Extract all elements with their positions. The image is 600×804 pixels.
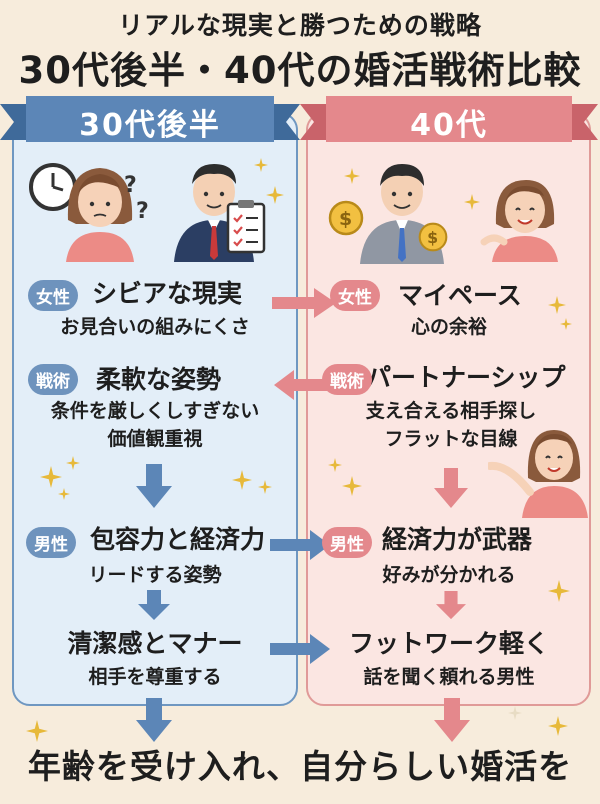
arrow-icon	[272, 288, 336, 318]
badge-left-tactic: 戦術	[28, 364, 78, 395]
badge-left-male: 男性	[26, 527, 76, 558]
sparkle-icon	[266, 186, 284, 204]
left-tactic-sub2: 価値観重視	[107, 428, 203, 450]
coin-icon: $	[328, 200, 364, 236]
sparkle-icon	[508, 706, 522, 720]
badge-left-female: 女性	[28, 280, 78, 311]
question-mark-icon: ? ?	[124, 173, 149, 222]
arrow-icon	[434, 698, 470, 742]
arrow-icon	[274, 370, 334, 400]
svg-text:$: $	[427, 228, 438, 247]
right-reality-sub: 心の余裕	[410, 316, 487, 338]
sparkle-icon	[548, 296, 566, 314]
badge-right-female: 女性	[330, 280, 380, 311]
left-male-sub: リードする姿勢	[88, 564, 222, 586]
arrow-icon	[270, 634, 330, 664]
page-subtitle: リアルな現実と勝つための戦略	[118, 11, 482, 40]
arrow-icon	[136, 464, 172, 508]
sparkle-icon	[548, 580, 570, 602]
sparkle-icon	[40, 466, 62, 488]
sparkle-icon	[344, 168, 360, 184]
smiling-woman-illustration	[480, 180, 558, 262]
arrow-icon	[138, 590, 170, 620]
right-male-sub: 好みが分かれる	[382, 564, 516, 586]
sparkle-icon	[328, 458, 342, 472]
right-manner-sub: 話を聞く頼れる男性	[363, 666, 535, 688]
ribbon-30s-late-label: 30代後半	[79, 108, 221, 143]
right-tactic-sub1: 支え合える相手探し	[365, 400, 537, 422]
left-reality-title: シビアな現実	[92, 279, 243, 308]
arrow-icon	[136, 698, 172, 742]
right-reality-title: マイペース	[398, 281, 522, 310]
left-manner-sub: 相手を尊重する	[88, 666, 222, 688]
ribbon-40s: 40代	[300, 92, 598, 148]
clipboard-checklist-icon	[226, 200, 266, 254]
left-reality-sub: お見合いの組みにくさ	[60, 316, 250, 338]
page-title: 30代後半・40代の婚活戦術比較	[18, 49, 582, 92]
arrow-icon	[436, 590, 466, 620]
coin-icon: $	[418, 222, 448, 252]
sparkle-icon	[66, 456, 80, 470]
left-tactic-sub1: 条件を厳しくしすぎない	[50, 400, 260, 422]
right-tactic-title: パートナーシップ	[366, 363, 566, 392]
sparkle-icon	[548, 716, 568, 736]
footer-message: 年齢を受け入れ、自分らしい婚活を	[27, 747, 573, 786]
badge-right-male: 男性	[322, 527, 372, 558]
right-manner-title: フットワーク軽く	[348, 629, 549, 658]
left-male-title: 包容力と経済力	[90, 525, 266, 554]
svg-text:$: $	[339, 208, 352, 230]
sparkle-icon	[254, 158, 268, 172]
right-male-title: 経済力が武器	[382, 525, 533, 554]
arrow-icon	[270, 530, 330, 560]
waving-woman-illustration	[488, 430, 588, 518]
badge-right-tactic: 戦術	[322, 364, 372, 395]
sparkle-icon	[232, 470, 252, 490]
sparkle-icon	[342, 476, 362, 496]
worried-woman-illustration	[66, 168, 134, 262]
sparkle-icon	[26, 720, 48, 742]
svg-text:?: ?	[136, 199, 149, 222]
sparkle-icon	[258, 480, 272, 494]
left-manner-title: 清潔感とマナー	[67, 629, 243, 658]
arrow-icon	[434, 468, 468, 508]
right-tactic-sub2: フラットな目線	[384, 428, 518, 450]
svg-text:?: ?	[124, 173, 137, 198]
ribbon-40s-label: 40代	[410, 108, 488, 143]
sparkle-icon	[58, 488, 70, 500]
sparkle-icon	[464, 194, 480, 210]
ribbon-30s-late: 30代後半	[0, 92, 300, 148]
left-tactic-title: 柔軟な姿勢	[96, 365, 222, 394]
sparkle-icon	[560, 318, 572, 330]
